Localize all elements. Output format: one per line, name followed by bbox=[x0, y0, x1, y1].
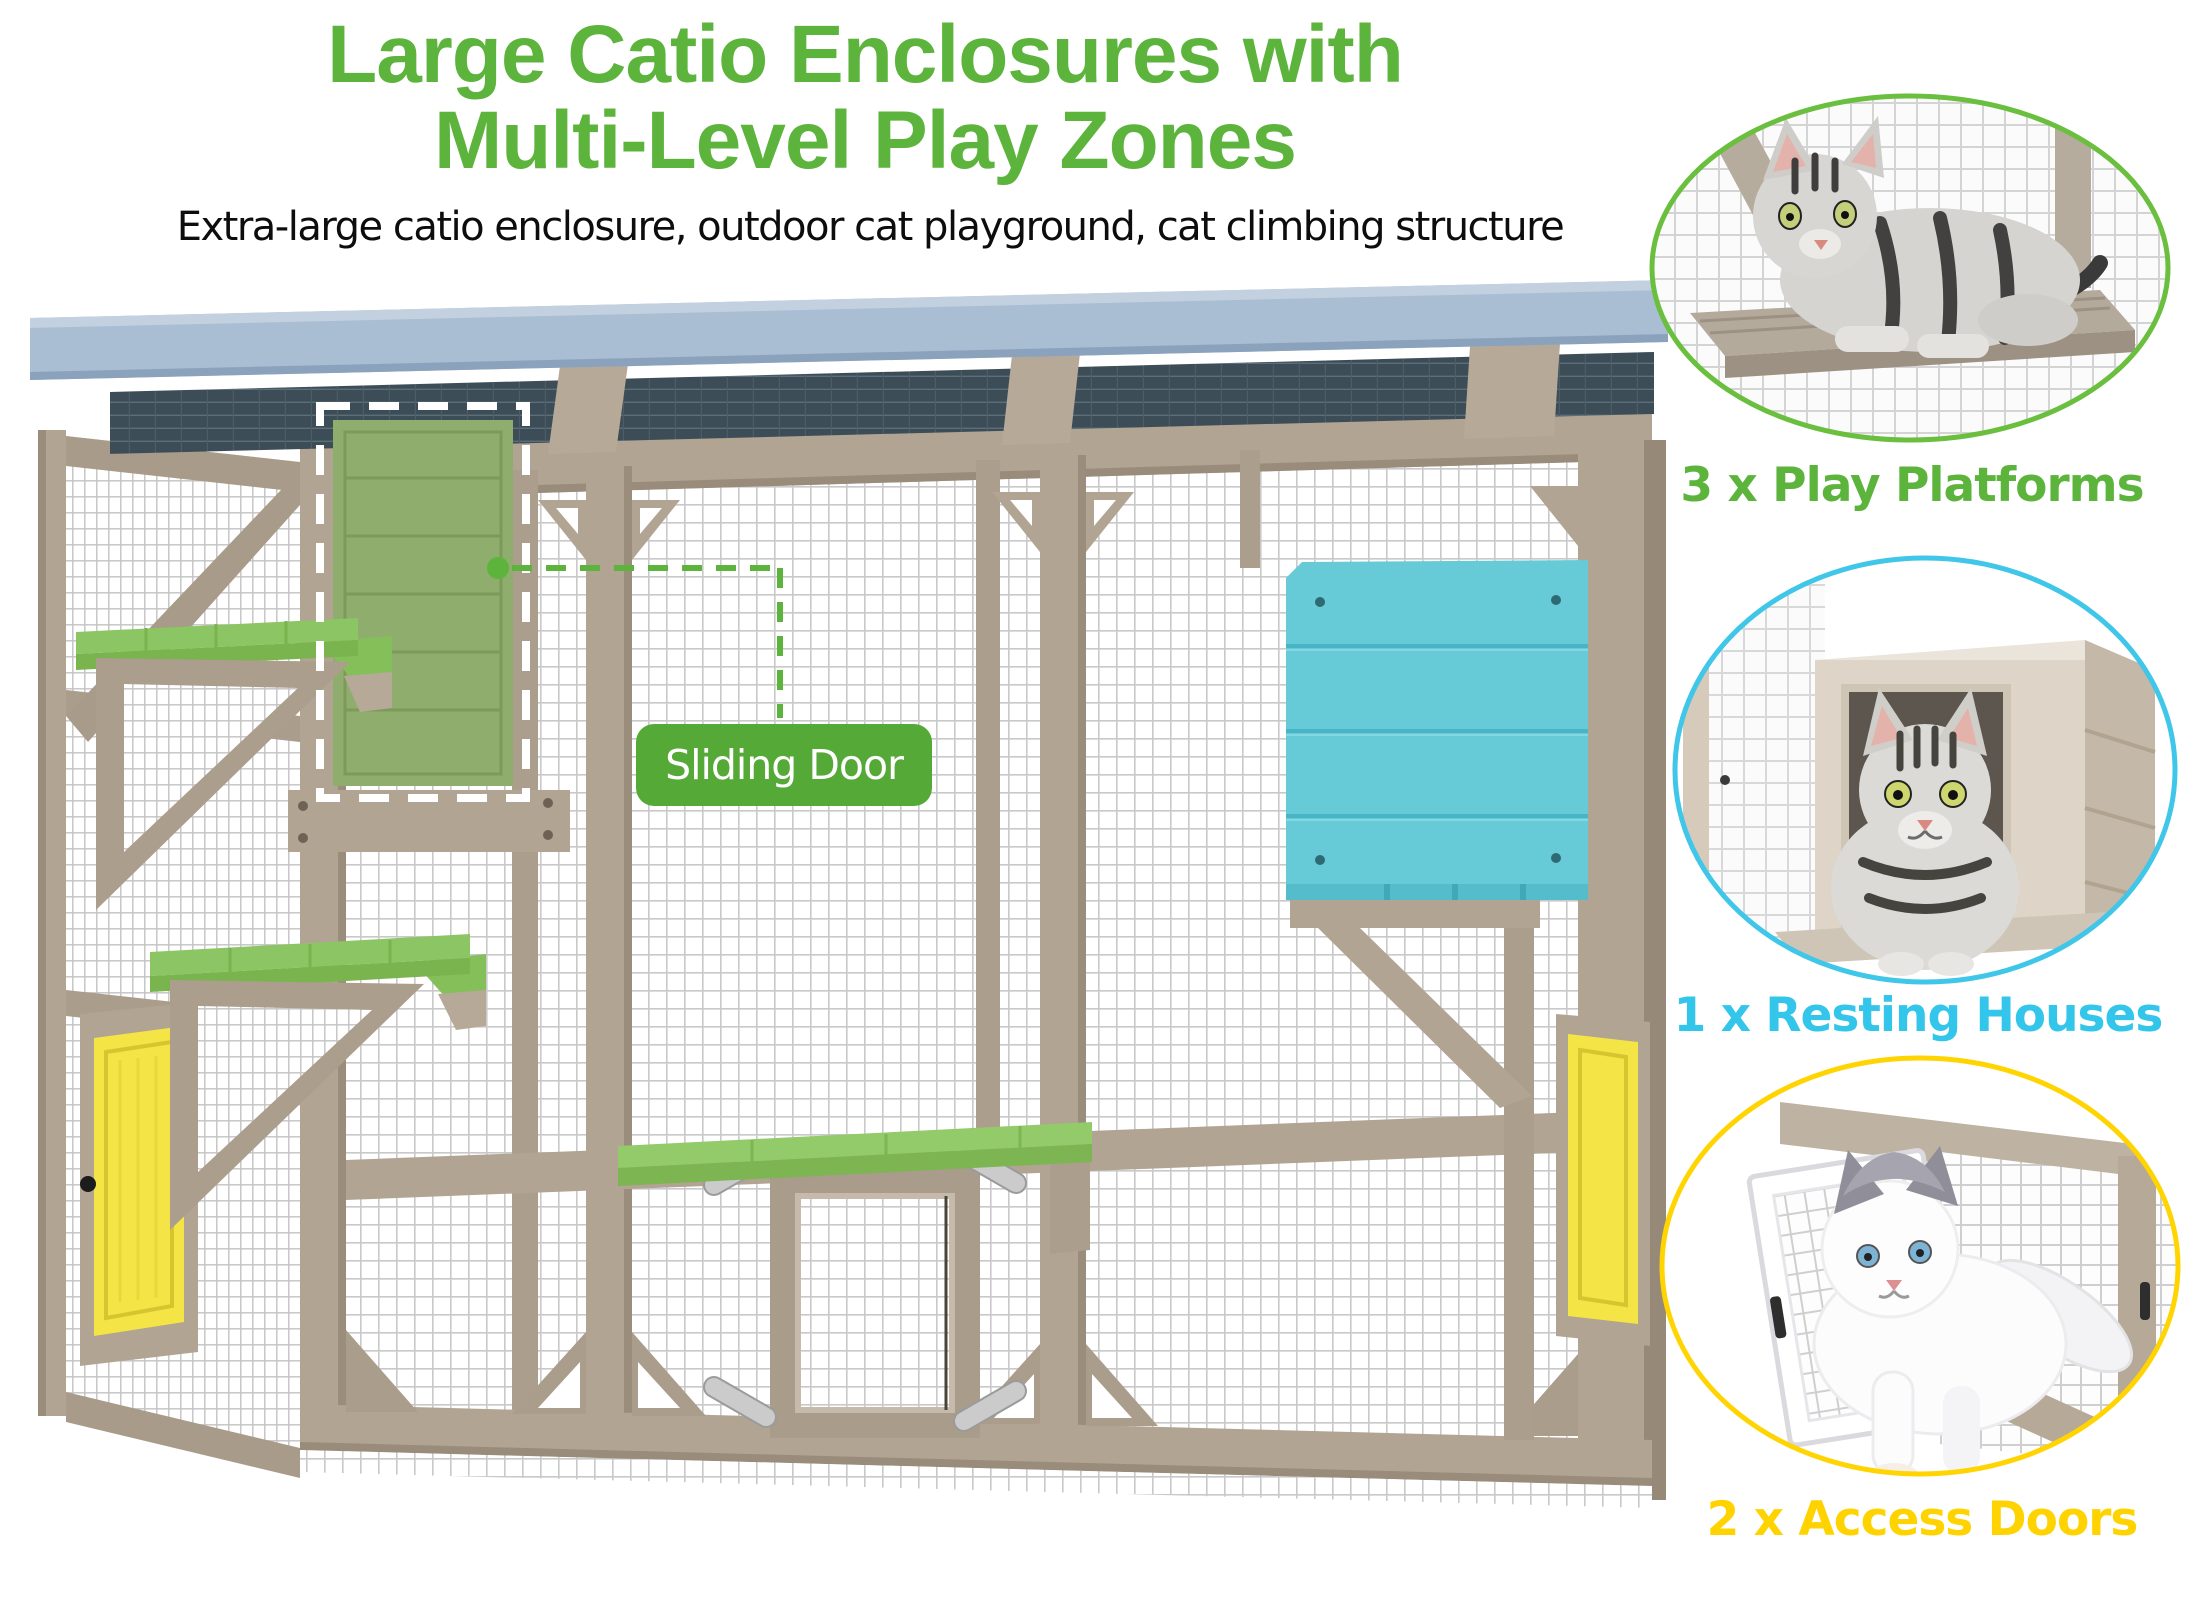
white-cat bbox=[1812, 1146, 2134, 1474]
access-door-right bbox=[1556, 1014, 1650, 1346]
feature-label-resting-houses: 1 x Resting Houses bbox=[1673, 988, 2164, 1043]
sliding-door-highlight bbox=[316, 402, 783, 802]
resting-house bbox=[1286, 560, 1588, 1440]
page-subtitle: Extra-large catio enclosure, outdoor cat… bbox=[176, 204, 1565, 250]
door-knob bbox=[80, 1176, 96, 1192]
feature-label-access-doors: 2 x Access Doors bbox=[1706, 1492, 2139, 1547]
roof-rafter bbox=[1002, 353, 1080, 445]
play-platform-lower bbox=[150, 934, 486, 1030]
title-line-2: Multi-Level Play Zones bbox=[434, 95, 1297, 187]
cat-door bbox=[703, 1142, 1027, 1438]
top-beam bbox=[300, 406, 1652, 500]
roof-fascia bbox=[30, 280, 1668, 380]
title-line-1: Large Catio Enclosures with bbox=[327, 9, 1404, 100]
door-latch bbox=[2140, 1282, 2150, 1320]
sliding-door-label: Sliding Door bbox=[636, 724, 932, 806]
photo-ring-green bbox=[1649, 93, 2171, 443]
lower-bracket bbox=[170, 980, 424, 1230]
house-side bbox=[2085, 640, 2155, 932]
center-platform bbox=[618, 1122, 1092, 1254]
access-doors-photo bbox=[1659, 1055, 2181, 1477]
feature-label-platforms: 3 x Play Platforms bbox=[1680, 458, 2144, 513]
resting-house-photo bbox=[1672, 555, 2178, 985]
roof-rafter bbox=[548, 364, 628, 454]
tabby-cat bbox=[1753, 116, 2108, 358]
access-door-left bbox=[80, 1002, 198, 1366]
bottom-rail bbox=[300, 1404, 1652, 1486]
play-platforms-photo bbox=[1649, 93, 2171, 443]
tabby-cat bbox=[1831, 688, 2019, 976]
photo-ring-cyan bbox=[1672, 555, 2178, 985]
callout-dot bbox=[487, 557, 509, 579]
top-beam bbox=[1780, 1102, 2178, 1194]
play-platform-upper bbox=[76, 618, 392, 910]
photo-ring-yellow bbox=[1659, 1055, 2181, 1477]
page-title: Large Catio Enclosures with Multi-Level … bbox=[0, 9, 1730, 187]
roof-rafter bbox=[1464, 343, 1560, 439]
